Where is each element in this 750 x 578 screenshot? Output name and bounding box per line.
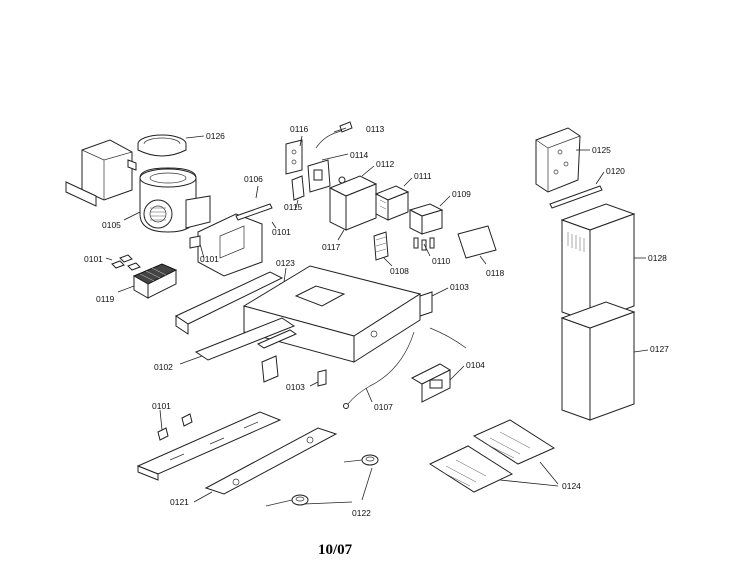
grease-filter-0119 (132, 263, 178, 299)
callout-0110: 0110 (432, 256, 451, 266)
callout-0120: 0120 (606, 166, 625, 176)
callout-0127: 0127 (650, 344, 669, 354)
lamp-0122-lower (265, 494, 309, 507)
callout-0113: 0113 (366, 124, 385, 134)
leader-lines (105, 127, 649, 505)
callout-0101-right: 0101 (272, 227, 291, 237)
callout-0103-bottom: 0103 (286, 382, 305, 392)
blower-bracket (65, 139, 137, 207)
hood-body (242, 265, 422, 363)
callout-0128: 0128 (648, 253, 667, 263)
callout-0125: 0125 (592, 145, 611, 155)
callout-0119: 0119 (96, 294, 115, 304)
callout-0123: 0123 (276, 258, 295, 268)
callout-0109: 0109 (452, 189, 471, 199)
callout-0104: 0104 (466, 360, 485, 370)
callout-0118: 0118 (486, 268, 505, 278)
callout-0105: 0105 (102, 220, 121, 230)
switch-plate-0114 (307, 159, 331, 193)
callout-0106: 0106 (244, 174, 263, 184)
rail-0102 (174, 271, 298, 383)
callout-0126: 0126 (206, 131, 225, 141)
chimney-upper-0128 (560, 203, 636, 323)
box-0112 (328, 175, 378, 231)
filter-0124-rear (472, 419, 556, 465)
filter-0124-front (428, 445, 514, 493)
chimney-lower-0127 (560, 301, 636, 421)
callout-0116: 0116 (290, 124, 309, 134)
callout-0114: 0114 (350, 150, 369, 160)
callout-0112: 0112 (376, 159, 395, 169)
callout-0115: 0115 (284, 202, 303, 212)
bracket-0116 (285, 139, 303, 175)
callout-0103-right: 0103 (450, 282, 469, 292)
bottom-panel-lower (204, 427, 338, 495)
callout-0111: 0111 (414, 171, 432, 181)
callout-0101-mid: 0101 (200, 254, 219, 264)
chimney-bracket-0125 (535, 127, 581, 193)
callout-0117: 0117 (322, 242, 341, 252)
callout-0101-bottom: 0101 (152, 401, 171, 411)
component-0109 (408, 203, 444, 251)
transformer-0111 (374, 185, 410, 221)
callout-0102: 0102 (154, 362, 173, 372)
date-code: 10/07 (318, 542, 353, 558)
cable-0107 (343, 331, 415, 409)
callout-0122: 0122 (352, 508, 371, 518)
callout-0124: 0124 (562, 481, 581, 491)
strip-0120 (549, 185, 603, 209)
wiring-0108 (373, 231, 389, 261)
control-pad-0104 (410, 327, 467, 403)
screws-0101-left (111, 254, 141, 271)
lamp-0122-upper (343, 454, 379, 466)
part-0115 (291, 175, 305, 201)
bottom-panel-0121 (136, 411, 282, 481)
screws-0101-bottom (157, 413, 193, 441)
callout-0107: 0107 (374, 402, 393, 412)
power-cord-0113 (315, 121, 353, 149)
panel-0118 (457, 225, 497, 259)
callout-0121: 0121 (170, 497, 189, 507)
callout-labels: 0126 0116 0113 0114 0112 0111 0109 0106 … (84, 124, 669, 518)
callout-0108: 0108 (390, 266, 409, 276)
mounting-plate (189, 213, 263, 277)
callout-0101-left: 0101 (84, 254, 103, 264)
strip-0106 (235, 203, 273, 221)
bracket-0103-bottom (317, 369, 327, 387)
ring-collar (137, 134, 187, 157)
blower-motor (139, 167, 211, 233)
bracket-0103-right (419, 291, 433, 317)
